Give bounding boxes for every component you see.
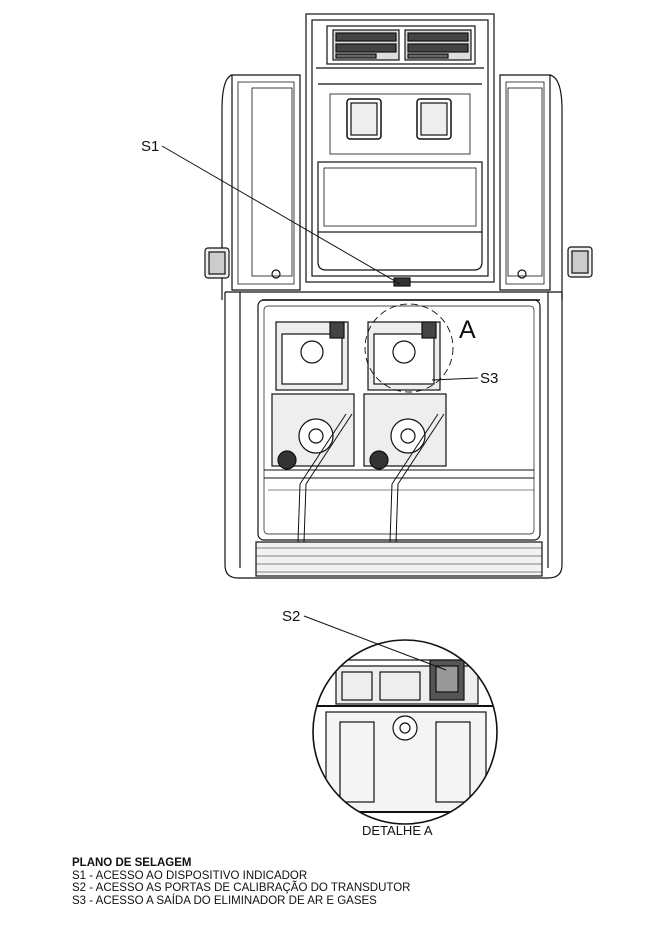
- detail-caption: DETALHE A: [362, 823, 433, 838]
- keypad-right: [416, 98, 452, 140]
- legend: PLANO DE SELAGEM S1 - ACESSO AO DISPOSIT…: [72, 857, 592, 907]
- price-display-left: [332, 29, 400, 61]
- meter-unit-left: [271, 321, 355, 470]
- detail-a-view: [312, 639, 498, 825]
- legend-item-s1: S1 - ACESSO AO DISPOSITIVO INDICADOR: [72, 869, 308, 882]
- legend-item-s3: S3 - ACESSO A SAÍDA DO ELIMINADOR DE AR …: [72, 894, 377, 907]
- pipes: [264, 413, 534, 543]
- legend-item-s2: S2 - ACESSO AS PORTAS DE CALIBRAÇÃO DO T…: [72, 882, 411, 894]
- nozzle-holster-right: [567, 246, 593, 278]
- leader-s2: [303, 615, 447, 671]
- side-column-right: [499, 74, 563, 300]
- meter-unit-right: [363, 321, 447, 470]
- leader-s3: [431, 377, 479, 381]
- leader-s1: [161, 145, 401, 285]
- base-grill: [256, 547, 542, 573]
- nozzle-holster-left: [204, 247, 230, 279]
- leader-lines: [161, 145, 479, 671]
- detail-marker-letter: A: [459, 316, 476, 344]
- side-column-left: [221, 74, 301, 300]
- display-head: [305, 13, 495, 287]
- price-display-right: [404, 29, 472, 61]
- callout-s2: S2: [282, 608, 300, 625]
- transducer-calibration-port: [429, 659, 465, 701]
- keypad-left: [346, 98, 382, 140]
- hydraulic-cabinet: [224, 291, 563, 579]
- callout-s3: S3: [480, 370, 498, 387]
- detail-a-marker-circle: [364, 303, 454, 393]
- callout-s1: S1: [141, 138, 159, 155]
- legend-title: PLANO DE SELAGEM: [72, 857, 192, 869]
- detail-a-boundary: [312, 639, 498, 825]
- dispenser-front-view: [204, 13, 593, 579]
